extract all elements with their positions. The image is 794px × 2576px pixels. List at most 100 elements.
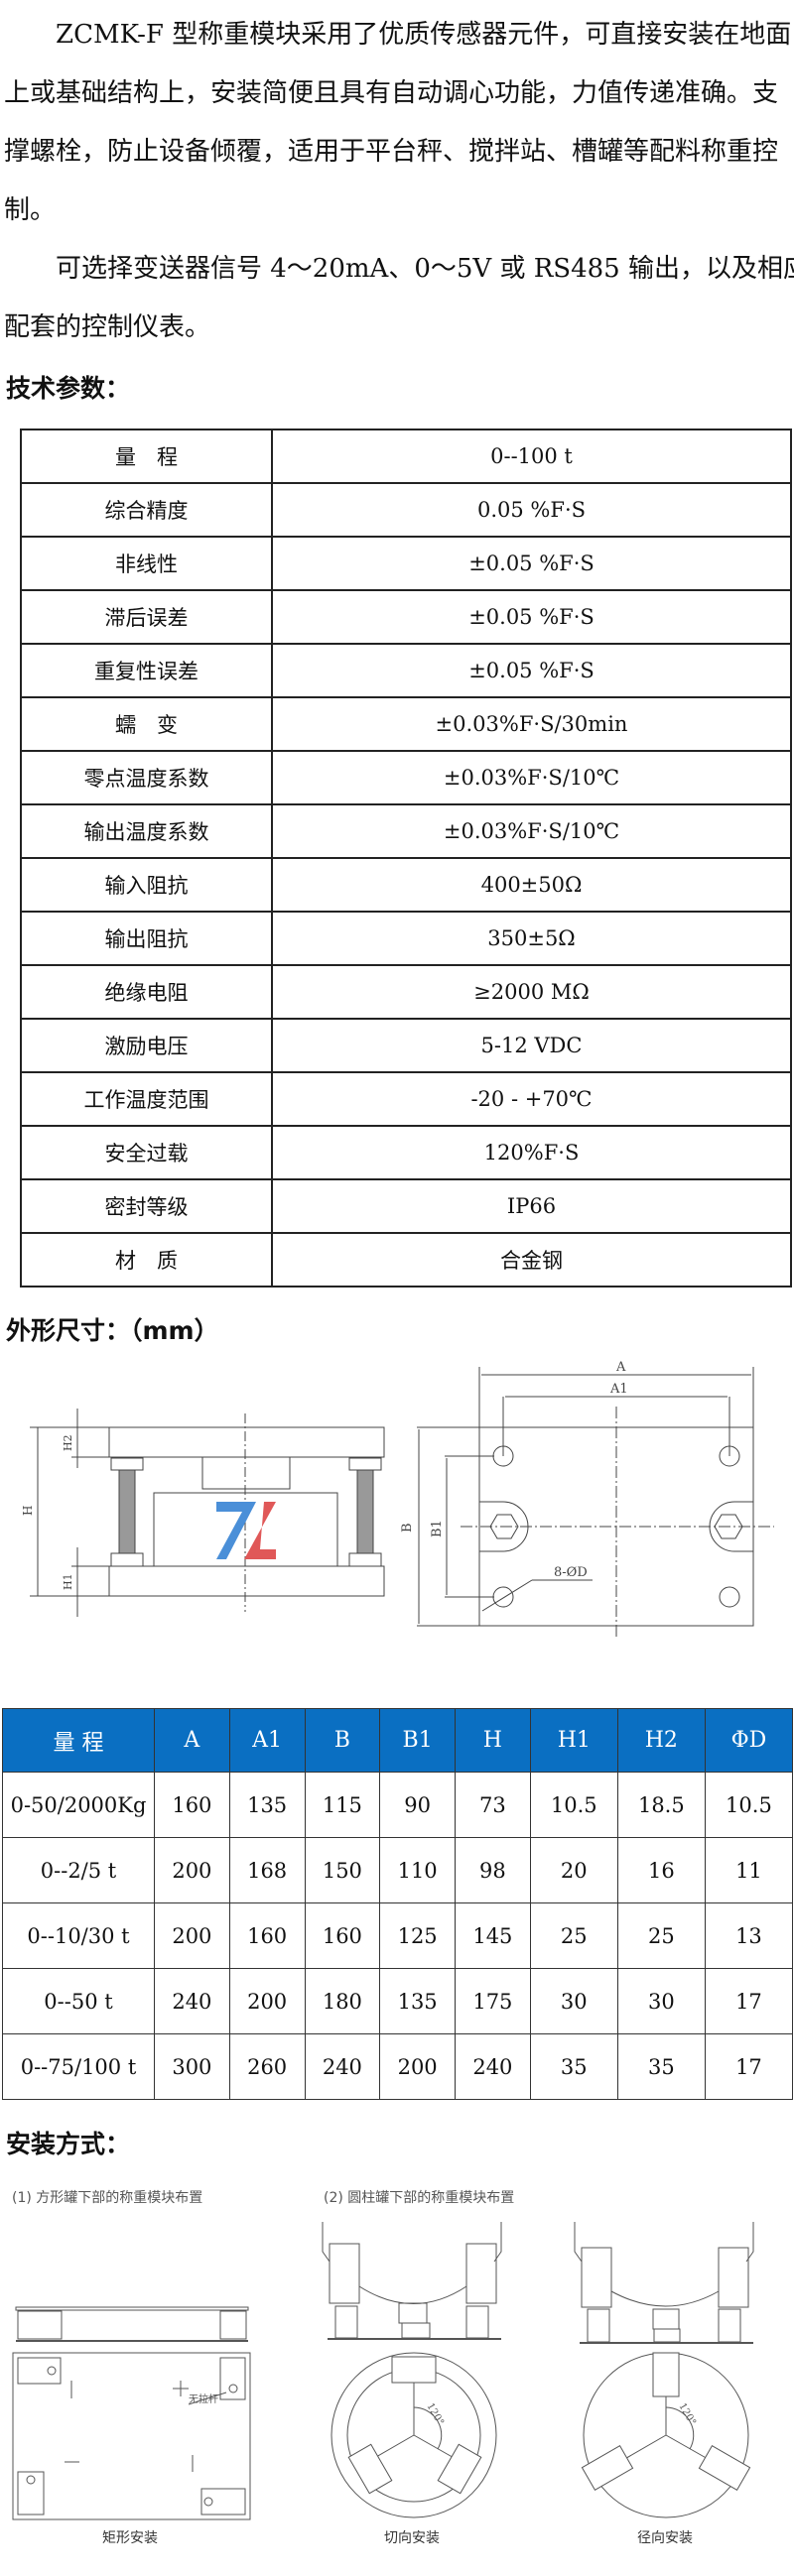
spec-row: 工作温度范围-20 - +70℃ (20, 1071, 792, 1127)
dim-cell: 168 (228, 1837, 306, 1903)
dim-cell: 0--75/100 t (2, 2033, 155, 2100)
caption-rect: 矩形安装 (102, 2530, 158, 2546)
spec-label: 密封等级 (20, 1178, 273, 1234)
spec-heading: 技术参数： (6, 374, 131, 403)
intro-line: 配套的控制仪表。 (4, 312, 211, 342)
spec-value: 120%F·S (271, 1125, 792, 1180)
install-sub-square: (1) 方形罐下部的称重模块布置 (12, 2190, 203, 2206)
intro-line: 制。 (4, 195, 57, 225)
dim-cell: 160 (304, 1902, 381, 1969)
caption-tangent: 切向安装 (384, 2530, 440, 2546)
label-h2: H2 (62, 1434, 74, 1451)
no-rod-label: 无拉杆 (189, 2392, 218, 2405)
label-h1: H1 (62, 1573, 74, 1590)
spec-value: 5-12 VDC (271, 1018, 792, 1073)
angle-label-radial: 120° (676, 2401, 698, 2427)
spec-value: 350±5Ω (271, 911, 792, 966)
spec-value: ±0.05 %F·S (271, 536, 792, 591)
dim-cell: 0--50 t (2, 1968, 155, 2034)
dim-cell: 135 (228, 1772, 306, 1838)
spec-label: 输出阻抗 (20, 911, 273, 966)
install-sub-cylinder: (2) 圆柱罐下部的称重模块布置 (324, 2190, 515, 2206)
spec-label: 输出温度系数 (20, 803, 273, 859)
dim-cell: 175 (455, 1968, 531, 2034)
dim-header: A1 (228, 1708, 306, 1773)
spec-label: 重复性误差 (20, 643, 273, 698)
dim-cell: 35 (616, 2033, 706, 2100)
spec-value: ±0.03%F·S/10℃ (271, 750, 792, 805)
label-b1: B1 (430, 1520, 445, 1537)
dim-cell: 240 (455, 2033, 531, 2100)
spec-value: ±0.05 %F·S (271, 643, 792, 698)
spec-value: 0.05 %F·S (271, 482, 792, 538)
spec-label: 滞后误差 (20, 589, 273, 645)
spec-row: 材 质合金钢 (20, 1232, 792, 1288)
dim-cell: 10.5 (704, 1772, 794, 1838)
spec-row: 绝缘电阻≥2000 MΩ (20, 964, 792, 1020)
dim-cell: 125 (379, 1902, 456, 1969)
dim-cell: 18.5 (616, 1772, 706, 1838)
dim-header: A (154, 1708, 230, 1773)
spec-value: ≥2000 MΩ (271, 964, 792, 1020)
side-view-drawing: H H2 H1 (21, 1409, 385, 1617)
spec-value: 0--100 t (271, 429, 792, 484)
intro-line: 撑螺栓，防止设备倾覆，适用于平台秤、搅拌站、槽罐等配料称重控 (4, 137, 779, 167)
spec-row: 非线性±0.05 %F·S (20, 536, 792, 591)
dim-header: B1 (379, 1708, 456, 1773)
top-view-drawing: A A1 B B1 8-ØD (400, 1360, 774, 1637)
label-hole: 8-ØD (554, 1565, 588, 1580)
dim-header: H1 (529, 1708, 618, 1773)
dim-cell: 145 (455, 1902, 531, 1969)
spec-label: 蠕 变 (20, 696, 273, 752)
label-b: B (400, 1523, 415, 1533)
spec-label: 激励电压 (20, 1018, 273, 1073)
rectangular-install-drawing: 无拉杆 (12, 2306, 251, 2520)
caption-radial: 径向安装 (637, 2530, 693, 2546)
spec-row: 蠕 变±0.03%F·S/30min (20, 696, 792, 752)
dim-cell: 25 (529, 1902, 618, 1969)
dim-cell: 73 (455, 1772, 531, 1838)
spec-value: 400±50Ω (271, 857, 792, 913)
spec-label: 综合精度 (20, 482, 273, 538)
dim-cell: 0-50/2000Kg (2, 1772, 155, 1838)
dim-cell: 160 (154, 1772, 230, 1838)
dim-header: 量 程 (2, 1708, 155, 1773)
dim-cell: 160 (228, 1902, 306, 1969)
spec-value: IP66 (271, 1178, 792, 1234)
spec-label: 零点温度系数 (20, 750, 273, 805)
spec-value: -20 - +70℃ (271, 1071, 792, 1127)
install-heading: 安装方式： (6, 2130, 131, 2158)
dim-cell: 135 (379, 1968, 456, 2034)
dim-cell: 17 (704, 1968, 794, 2034)
dim-cell: 200 (379, 2033, 456, 2100)
dim-cell: 11 (704, 1837, 794, 1903)
dim-cell: 98 (455, 1837, 531, 1903)
dim-cell: 20 (529, 1837, 618, 1903)
spec-label: 非线性 (20, 536, 273, 591)
spec-label: 材 质 (20, 1232, 273, 1288)
dimension-heading: 外形尺寸：（mm） (6, 1316, 219, 1345)
spec-label: 安全过载 (20, 1125, 273, 1180)
spec-value: ±0.03%F·S/30min (271, 696, 792, 752)
spec-value: 合金钢 (271, 1232, 792, 1288)
tangent-install-drawing: 120° (322, 2222, 502, 2518)
dim-cell: 240 (154, 1968, 230, 2034)
dim-cell: 0--10/30 t (2, 1902, 155, 1969)
dim-header: H (455, 1708, 531, 1773)
angle-label-tangent: 120° (424, 2401, 446, 2427)
spec-row: 滞后误差±0.05 %F·S (20, 589, 792, 645)
spec-row: 重复性误差±0.05 %F·S (20, 643, 792, 698)
dim-cell: 200 (228, 1968, 306, 2034)
intro-line: ZCMK-F 型称重模块采用了优质传感器元件，可直接安装在地面 (4, 20, 792, 50)
dim-header: B (304, 1708, 381, 1773)
